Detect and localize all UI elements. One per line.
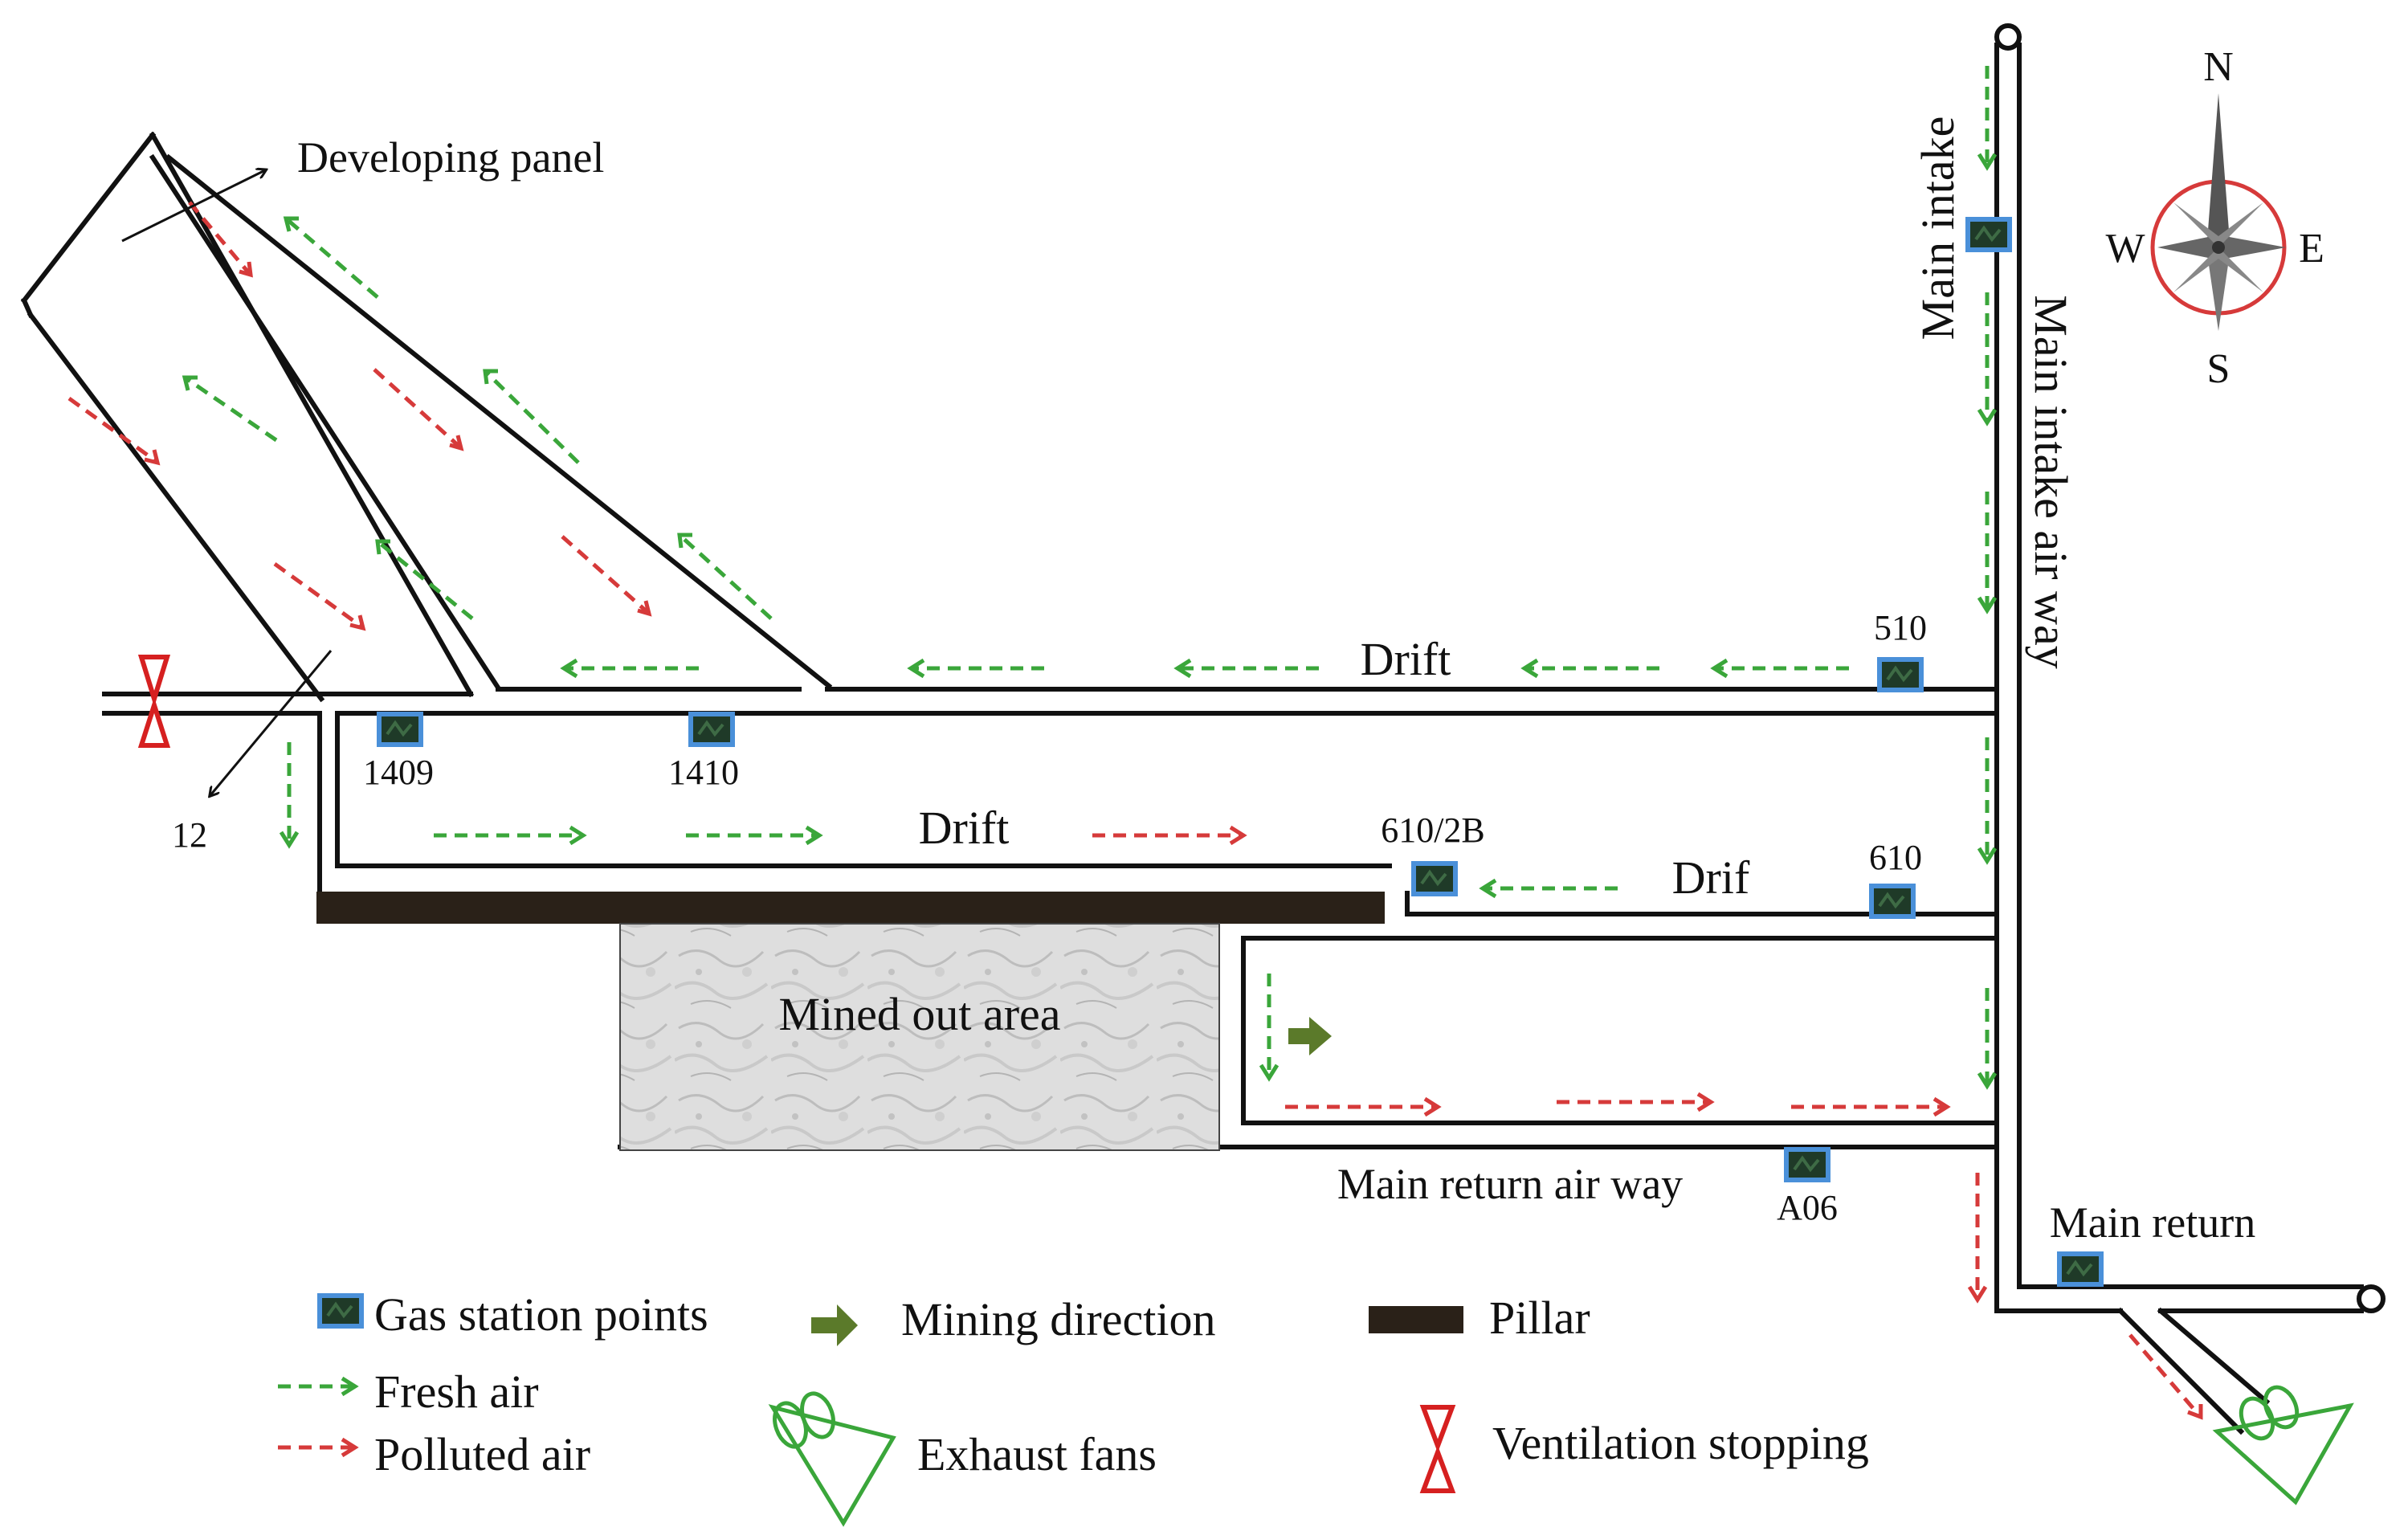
gas-station-main-return [2059,1254,2101,1284]
mined-out-area-label: Mined out area [778,988,1060,1040]
intake-shaft-end [1994,23,2022,51]
compass-w: W [2105,226,2145,271]
compass-e: E [2299,226,2324,271]
fresh-air-arrowheads [182,153,1998,1090]
gas-station-610 [1871,886,1913,916]
legend-mining-direction-icon [811,1304,858,1346]
legend-polluted-air-label: Polluted air [374,1428,590,1480]
return-shaft-end [2357,1284,2386,1313]
developing-panel-label: Developing panel [297,133,604,182]
legend-ventilation-stopping-icon [1419,1405,1456,1493]
drift-middle-label: Drift [919,802,1010,854]
gas-station-1410 [691,714,733,745]
fresh-air-arrows [183,66,1990,1084]
mining-direction-arrow [1288,1017,1332,1055]
legend-mining-direction-label: Mining direction [901,1293,1215,1345]
compass-rose [2150,93,2287,331]
legend-pillar-icon [1369,1306,1463,1333]
label-12-pointer [210,650,333,795]
legend-gas-station-icon [320,1296,361,1326]
main-return-air-way-label: Main return air way [1337,1160,1683,1208]
mined-out-area [619,923,1220,1151]
compass-n: N [2203,44,2234,90]
ventilation-stopping-symbol [137,655,171,748]
drift-upper-label: Drift [1361,633,1451,685]
polluted-air-arrowheads [144,261,2203,1420]
main-return-label: Main return [2050,1198,2255,1247]
legend-fresh-air-label: Fresh air [374,1366,539,1418]
station-label-a06: A06 [1777,1188,1838,1227]
gas-station-510 [1879,659,1921,690]
station-label-610: 610 [1869,838,1922,877]
gas-station-1409 [379,714,421,745]
airway-network [20,43,2364,1435]
station-label-610-2b: 610/2B [1381,810,1485,850]
gas-station-610-2b [1414,863,1455,894]
legend-ventilation-stopping-label: Ventilation stopping [1492,1417,1869,1469]
station-label-1410: 1410 [668,753,739,792]
station-label-510: 510 [1874,608,1927,647]
main-intake-air-way-label: Main intake air way [2025,295,2077,668]
gas-station-a06 [1786,1149,1828,1180]
legend-pillar-label: Pillar [1489,1292,1590,1344]
developing-panel-pointer [121,170,265,243]
label-12: 12 [172,815,207,855]
polluted-air-arrows [67,201,2201,1417]
main-intake-label: Main intake [1912,116,1964,341]
exhaust-fans-main-return [2212,1385,2354,1505]
legend-exhaust-fans-label: Exhaust fans [917,1428,1157,1480]
drift-lower-label: Drif [1672,851,1750,904]
station-label-1409: 1409 [363,753,434,792]
pillar-bar [316,892,1385,924]
legend-exhaust-fans-icon [768,1391,896,1527]
legend-gas-station-label: Gas station points [374,1288,708,1341]
gas-station-intake [1968,219,2010,250]
legend: Gas station points Mining direction Pill… [278,1288,1869,1527]
compass-s: S [2207,346,2230,392]
